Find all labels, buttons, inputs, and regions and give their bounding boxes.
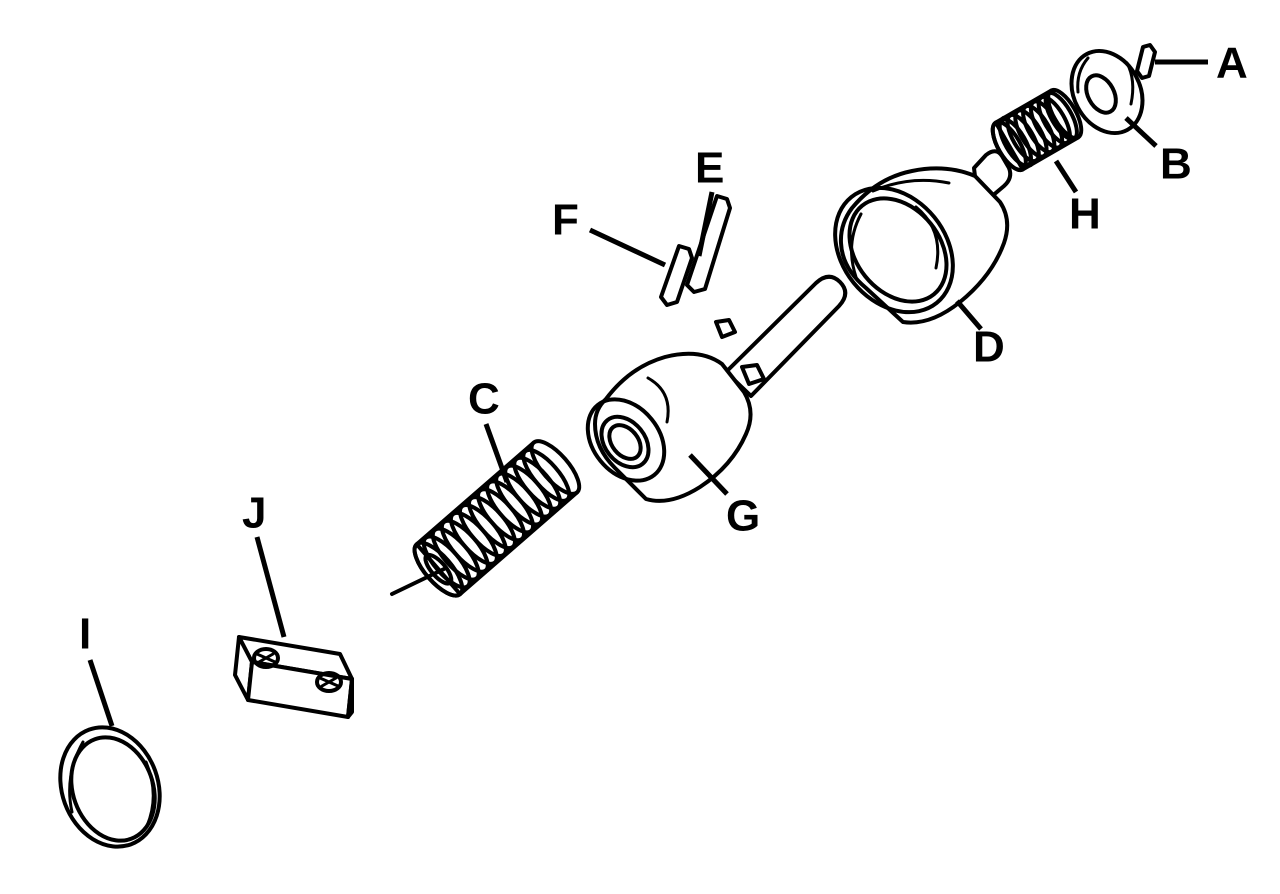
leader-line-i <box>87 659 115 727</box>
part-f-short-pin <box>659 244 694 307</box>
leader-line-j <box>254 536 287 638</box>
callout-label-d: D <box>973 323 1005 372</box>
callout-label-c: C <box>468 375 500 424</box>
part-a-roll-pin <box>1135 43 1157 80</box>
leader-line-h <box>1053 159 1079 194</box>
part-b-flat-washer <box>1069 48 1145 136</box>
callout-label-f: F <box>552 196 579 245</box>
callout-label-j: J <box>242 489 266 538</box>
callout-label-b: B <box>1160 140 1192 189</box>
leader-line-d <box>955 299 983 331</box>
callout-label-g: G <box>726 492 760 541</box>
part-i-o-ring <box>58 725 162 849</box>
leader-lines-group <box>87 59 1208 727</box>
leader-line-b <box>1124 116 1158 148</box>
part-c-long-coil-spring <box>390 439 582 598</box>
part-e-long-pin <box>685 194 732 294</box>
callout-label-e: E <box>695 144 724 193</box>
part-g-piston-plunger <box>585 274 848 503</box>
part-h-short-coil-spring <box>990 87 1084 173</box>
leader-line-g <box>688 453 729 496</box>
callout-label-a: A <box>1216 39 1248 88</box>
leader-line-e <box>696 191 715 257</box>
callout-label-h: H <box>1069 190 1101 239</box>
callout-label-i: I <box>79 610 91 659</box>
callout-labels-group: A B C D E F G H I J <box>79 39 1248 659</box>
leader-line-c <box>483 423 510 483</box>
part-d-cylinder-housing <box>833 149 1013 325</box>
leader-line-f <box>588 227 667 268</box>
part-j-mounting-plate <box>233 635 354 719</box>
